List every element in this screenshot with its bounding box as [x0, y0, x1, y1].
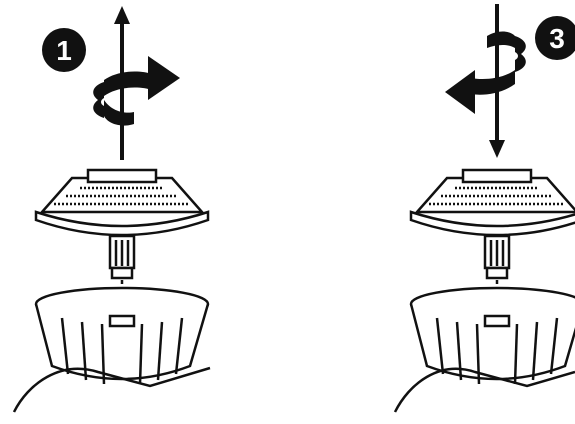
- light-base-cup-icon: [409, 286, 575, 385]
- axis-arrow-icon: [489, 4, 505, 158]
- step-badge-icon: 1: [42, 28, 86, 72]
- step-3-illustration: 3: [393, 4, 575, 413]
- hand-icon: [393, 367, 575, 413]
- hand-icon: [12, 366, 211, 413]
- solar-light-cap-icon: [409, 168, 575, 296]
- step-number: 1: [56, 35, 72, 66]
- solar-light-cap-icon: [34, 168, 210, 296]
- step-badge-icon: 3: [535, 16, 575, 60]
- step-number: 3: [549, 23, 565, 54]
- rotate-arrow-icon: [93, 56, 180, 126]
- step-1-illustration: 1: [12, 6, 211, 413]
- step-3-panel: 3: [365, 0, 575, 424]
- axis-arrow-icon: [114, 6, 130, 160]
- rotate-arrow-icon: [445, 31, 526, 114]
- step-1-panel: 1: [12, 6, 211, 413]
- light-base-cup-icon: [34, 286, 210, 385]
